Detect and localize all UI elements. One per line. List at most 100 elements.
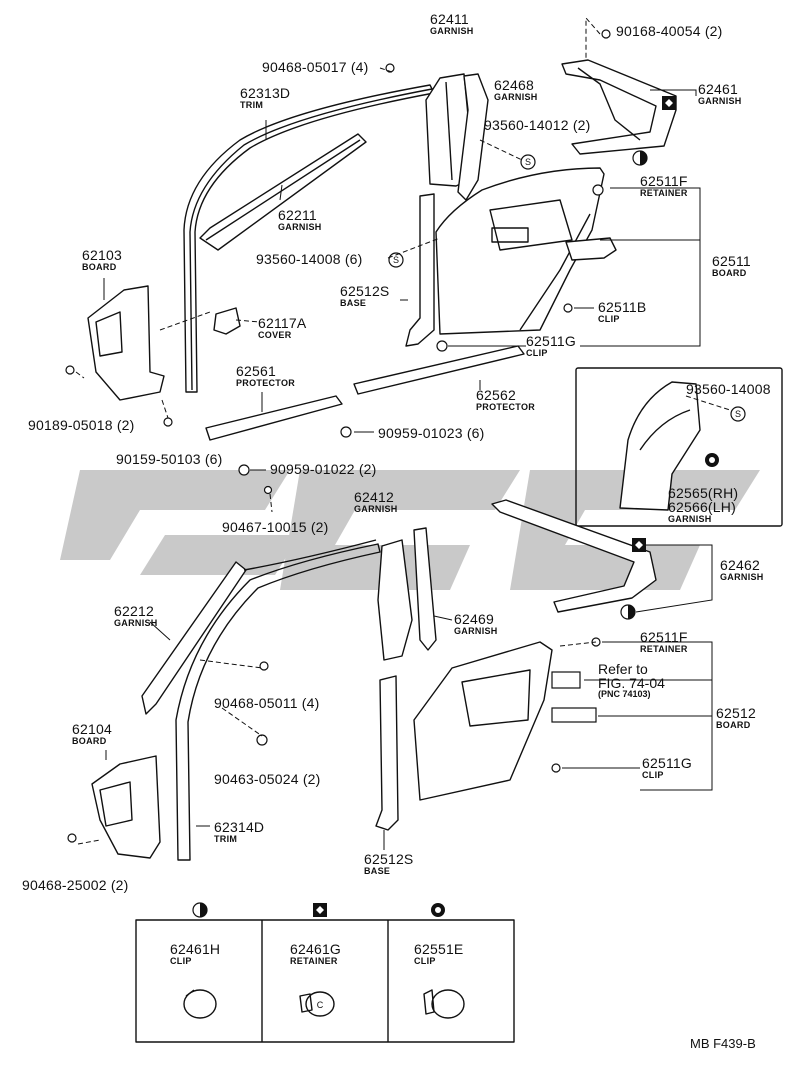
part-number: 62211 — [278, 207, 317, 223]
label-62462: 62462 GARNISH — [720, 558, 764, 582]
label-62461: 62461 GARNISH — [698, 82, 742, 106]
legend-number: 62461H — [170, 941, 221, 957]
part-number: 90467-10015 (2) — [222, 519, 329, 535]
part-number: 62103 — [82, 247, 122, 263]
part-number: 62511B — [598, 299, 647, 315]
part-number: 62512 — [716, 705, 756, 721]
part-number: 62314D — [214, 819, 265, 835]
label-62468: 62468 GARNISH — [494, 78, 538, 102]
part-62468-garnish — [457, 73, 489, 201]
part-62104-board — [91, 755, 161, 859]
label-62512: 62512 BOARD — [716, 706, 756, 730]
label-62511b: 62511B CLIP — [598, 300, 646, 324]
legend-number: 62461G — [290, 941, 342, 957]
part-number: 62562 — [476, 387, 516, 403]
part-number: 90468-05011 (4) — [214, 695, 320, 711]
label-90467-10015: 90467-10015 (2) — [222, 520, 329, 534]
part-62511-board — [435, 167, 605, 335]
inset-62565-garnish — [575, 367, 783, 527]
part-62512s-base-upper — [405, 193, 435, 347]
label-62412: 62412 GARNISH — [354, 490, 398, 514]
part-number: 62461 — [698, 81, 738, 97]
legend-symbols-in-diagram — [620, 96, 719, 620]
label-90189-05018: 90189-05018 (2) — [28, 418, 135, 432]
part-number: 62511G — [526, 333, 576, 349]
part-number: 62117A — [258, 315, 307, 331]
part-name: GARNISH — [354, 504, 398, 514]
legend-item-62461h: 62461H CLIP — [170, 942, 220, 966]
part-number-lh: 62566(LH) — [668, 499, 736, 515]
label-62511: 62511 BOARD — [712, 254, 751, 278]
part-name: RETAINER — [640, 644, 688, 654]
legend-name: CLIP — [414, 956, 436, 966]
label-62314d: 62314D TRIM — [214, 820, 264, 844]
part-number: 90959-01023 (6) — [378, 425, 485, 441]
part-name: GARNISH — [494, 92, 538, 102]
part-name: PROTECTOR — [236, 378, 296, 388]
part-number: 93560-14012 (2) — [484, 117, 591, 133]
label-93560-14012: 93560-14012 (2) — [484, 118, 591, 132]
part-number: 62411 — [430, 11, 469, 27]
label-62511g-upper: 62511G CLIP — [526, 334, 576, 358]
part-62117a-cover — [213, 307, 241, 335]
label-62512s-lower: 62512S BASE — [364, 852, 413, 876]
fasteners — [65, 29, 611, 843]
part-name: CLIP — [642, 770, 664, 780]
part-number: 90468-05017 (4) — [262, 59, 369, 75]
part-62103-board — [87, 285, 165, 401]
part-name: GARNISH — [278, 222, 322, 232]
part-62313d-trim — [183, 84, 435, 393]
label-62411: 62411 GARNISH — [430, 12, 474, 36]
part-number: 62212 — [114, 603, 154, 619]
part-number: 90463-05024 (2) — [214, 771, 321, 787]
part-62469-garnish — [413, 527, 437, 651]
part-name: PROTECTOR — [476, 402, 536, 412]
label-90159-50103: 90159-50103 (6) — [116, 452, 223, 466]
reference-line2: FIG. 74-04 — [598, 675, 665, 691]
part-62462-garnish — [491, 499, 657, 613]
label-62511g-lower: 62511G CLIP — [642, 756, 692, 780]
part-62211-garnish — [199, 133, 367, 251]
label-93560-14008-inset: 93560-14008 — [686, 382, 771, 396]
part-number: 62512S — [340, 283, 390, 299]
label-62103: 62103 BOARD — [82, 248, 122, 272]
label-62211: 62211 GARNISH — [278, 208, 322, 232]
legend-name: CLIP — [170, 956, 192, 966]
svg-text:S: S — [735, 409, 741, 419]
watermark-logo — [60, 470, 760, 590]
part-62511-handle — [565, 237, 617, 261]
part-number: 93560-14008 — [686, 381, 771, 397]
label-90168-40054: 90168-40054 (2) — [616, 24, 723, 38]
part-name: BASE — [364, 866, 391, 876]
part-number: 62561 — [236, 363, 276, 379]
label-62565-62566: 62565(RH) 62566(LH) GARNISH — [668, 486, 738, 524]
part-number: 90159-50103 (6) — [116, 451, 223, 467]
label-62512s-upper: 62512S BASE — [340, 284, 389, 308]
part-number: 62313D — [240, 85, 291, 101]
reference-note: Refer to FIG. 74-04 (PNC 74103) — [598, 662, 665, 699]
label-62562: 62562 PROTECTOR — [476, 388, 535, 412]
label-62212: 62212 GARNISH — [114, 604, 158, 628]
label-90468-05011: 90468-05011 (4) — [214, 696, 319, 710]
part-62512s-base-lower — [375, 675, 399, 831]
part-number: 62104 — [72, 721, 112, 737]
part-name: TRIM — [240, 100, 264, 110]
part-name: GARNISH — [430, 26, 474, 36]
part-number: 90959-01022 (2) — [270, 461, 377, 477]
part-number: 62511F — [640, 629, 688, 645]
part-62561-protector — [205, 395, 343, 441]
part-number: 62412 — [354, 489, 394, 505]
part-name: TRIM — [214, 834, 238, 844]
part-number: 62462 — [720, 557, 760, 573]
part-number: 62511 — [712, 253, 751, 269]
part-number: 90168-40054 (2) — [616, 23, 723, 39]
label-62561: 62561 PROTECTOR — [236, 364, 295, 388]
part-name: BOARD — [716, 720, 751, 730]
part-name: BOARD — [72, 736, 107, 746]
label-90959-01023: 90959-01023 (6) — [378, 426, 485, 440]
part-name: GARNISH — [698, 96, 742, 106]
label-62117a: 62117A COVER — [258, 316, 306, 340]
part-name: GARNISH — [114, 618, 158, 628]
part-name: RETAINER — [640, 188, 688, 198]
